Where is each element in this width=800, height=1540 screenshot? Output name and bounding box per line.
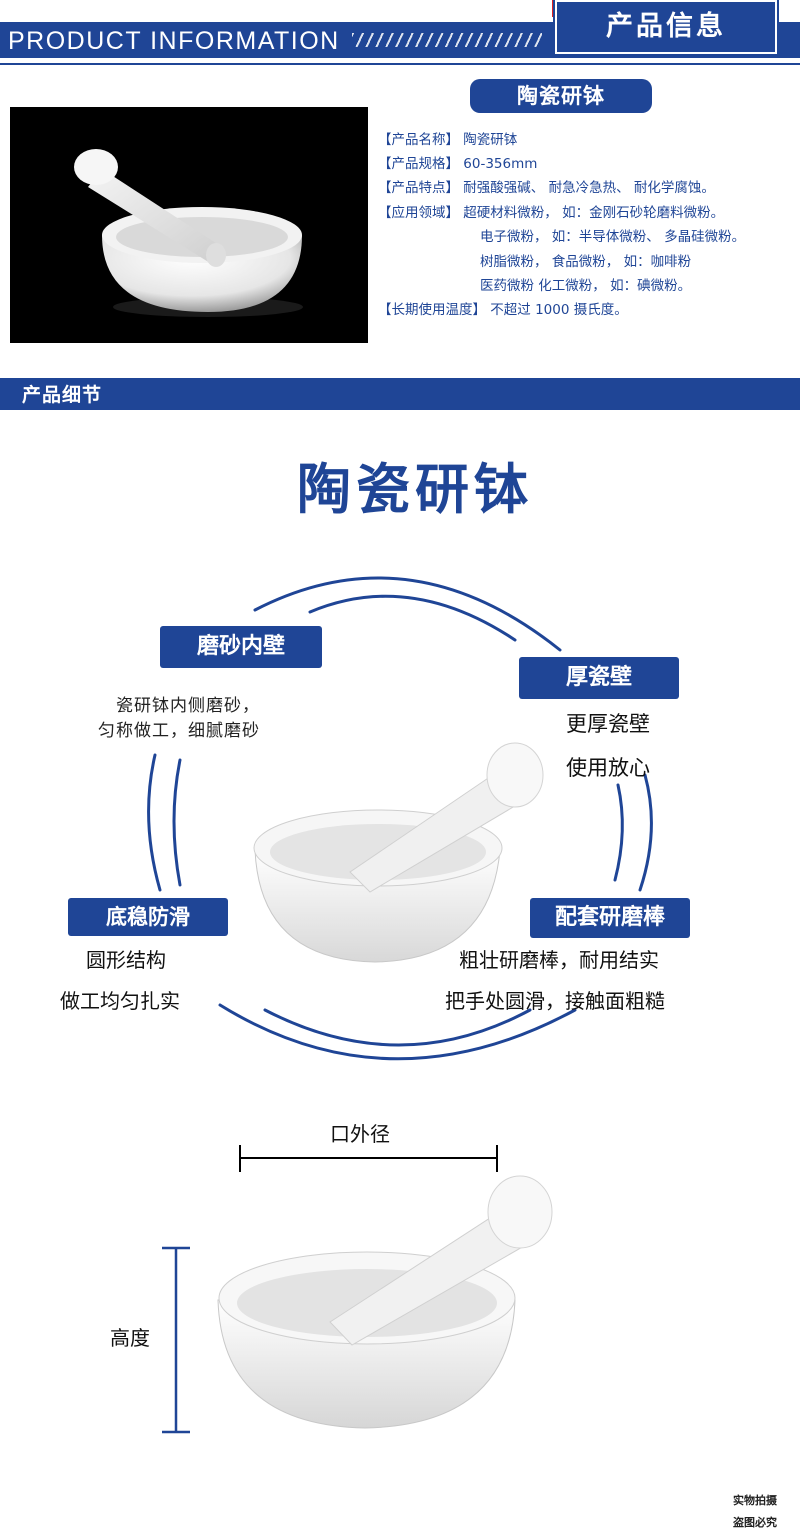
header-title: PRODUCT INFORMATION bbox=[8, 27, 340, 55]
feature-desc-thick-wall-2: 使用放心 bbox=[566, 756, 650, 780]
info-row-application-2: 电子微粉， 如：半导体微粉、 多晶硅微粉。 bbox=[480, 229, 746, 245]
feature-desc-inner-wall-2: 匀称做工，细腻磨砂 bbox=[98, 721, 260, 741]
info-row-application: 【应用领域】 超硬材料微粉， 如：金刚石砂轮磨料微粉。 bbox=[378, 205, 725, 221]
info-row-name: 【产品名称】 陶瓷研钵 bbox=[378, 132, 518, 148]
info-row-spec: 【产品规格】 60-356mm bbox=[378, 156, 538, 172]
product-photo bbox=[10, 107, 368, 343]
dimension-label-outer-diameter: 口外径 bbox=[330, 1122, 390, 1146]
feature-tag-stable-base: 底稳防滑 bbox=[68, 898, 228, 936]
feature-desc-stable-base-2: 做工均匀扎实 bbox=[60, 989, 180, 1013]
feature-tag-thick-wall: 厚瓷壁 bbox=[519, 657, 679, 699]
details-bar-title: 产品细节 bbox=[22, 384, 103, 406]
details-bar bbox=[0, 378, 800, 410]
details-big-title: 陶瓷研钵 bbox=[297, 458, 533, 521]
feature-desc-pestle-2: 把手处圆滑，接触面粗糙 bbox=[445, 989, 665, 1013]
info-row-features: 【产品特点】 耐强酸强碱、 耐急冷急热、 耐化学腐蚀。 bbox=[378, 180, 715, 196]
info-row-temperature: 【长期使用温度】 不超过 1000 摄氏度。 bbox=[378, 302, 628, 318]
feature-tag-inner-wall: 磨砂内壁 bbox=[160, 626, 322, 668]
footer-line-1: 实物拍摄 bbox=[733, 1494, 777, 1507]
header-divider bbox=[0, 63, 800, 65]
header-badge: 产品信息 bbox=[555, 0, 777, 54]
feature-diagram-arcs bbox=[147, 576, 653, 1061]
header-hatch-decoration bbox=[352, 33, 542, 47]
header-red-accent bbox=[552, 0, 556, 17]
dimension-diagram bbox=[162, 1145, 553, 1434]
feature-desc-stable-base-1: 圆形结构 bbox=[86, 948, 166, 972]
feature-desc-pestle-1: 粗壮研磨棒，耐用结实 bbox=[459, 948, 659, 972]
info-row-application-4: 医药微粉 化工微粉， 如：碘微粉。 bbox=[480, 278, 692, 294]
product-name-pill: 陶瓷研钵 bbox=[470, 79, 652, 113]
feature-tag-pestle: 配套研磨棒 bbox=[530, 898, 690, 938]
feature-desc-inner-wall-1: 瓷研钵内侧磨砂， bbox=[116, 696, 260, 716]
feature-desc-thick-wall-1: 更厚瓷壁 bbox=[566, 712, 650, 736]
info-row-application-3: 树脂微粉， 食品微粉， 如：咖啡粉 bbox=[480, 254, 692, 270]
footer-line-2: 盗图必究 bbox=[733, 1516, 777, 1529]
dimension-label-height: 高度 bbox=[110, 1326, 150, 1350]
